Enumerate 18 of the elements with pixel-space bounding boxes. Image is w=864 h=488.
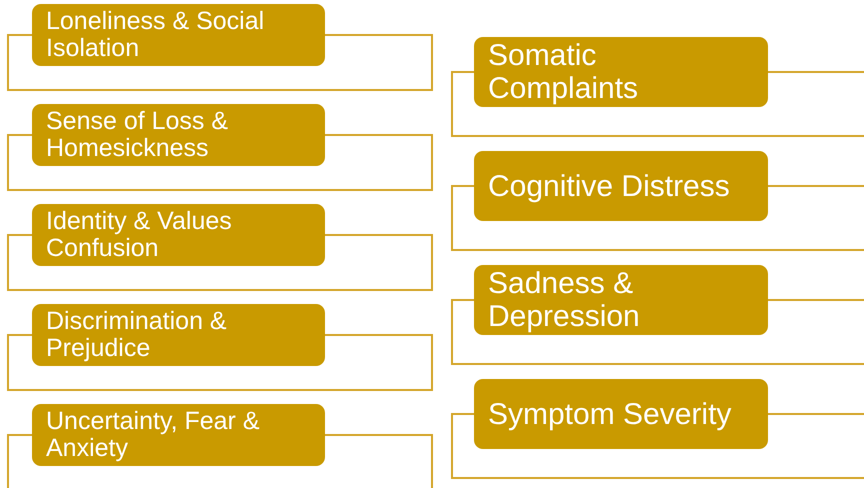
category-box	[32, 404, 325, 466]
category-box	[32, 4, 325, 66]
category-label: Somatic Complaints	[488, 39, 640, 105]
category-box	[474, 379, 768, 449]
category-box	[474, 37, 768, 107]
category-label: Sadness & Depression	[488, 267, 641, 333]
category-label: Cognitive Distress	[488, 170, 730, 202]
category-box	[474, 151, 768, 221]
category-label: Loneliness & Social Isolation	[46, 8, 266, 62]
category-label: Discrimination & Prejudice	[46, 308, 228, 362]
category-label: Identity & Values Confusion	[46, 208, 233, 262]
category-box	[32, 104, 325, 166]
category-label: Uncertainty, Fear & Anxiety	[46, 408, 261, 462]
category-label: Symptom Severity	[488, 398, 732, 430]
category-box	[32, 204, 325, 266]
category-label: Sense of Loss & Homesickness	[46, 108, 230, 162]
category-box	[32, 304, 325, 366]
category-box	[474, 265, 768, 335]
